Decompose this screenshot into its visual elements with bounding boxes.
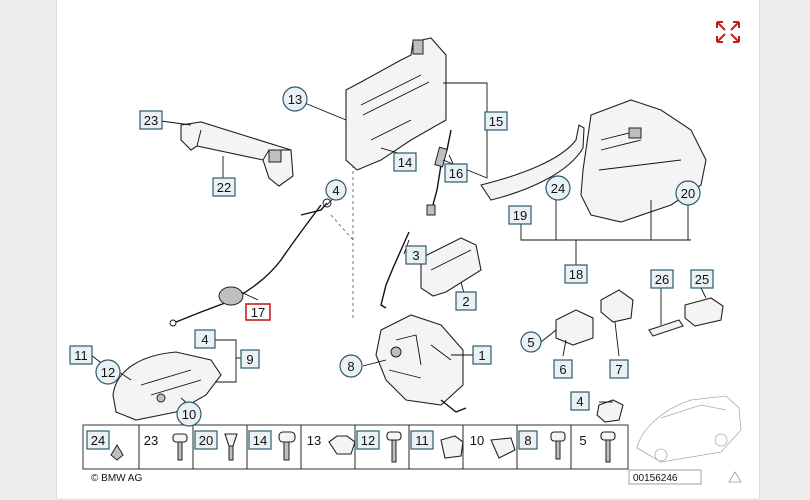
fastener-24[interactable]: 24: [86, 430, 110, 450]
callout-5[interactable]: 5: [520, 331, 542, 353]
fastener-5[interactable]: 5: [579, 433, 586, 448]
svg-text:4: 4: [332, 183, 339, 198]
callout-1[interactable]: 1: [472, 345, 492, 365]
svg-text:12: 12: [101, 365, 115, 380]
svg-text:00156246: 00156246: [633, 473, 678, 484]
expand-arrows-icon[interactable]: [716, 21, 740, 43]
inner-handle-part: [112, 351, 222, 421]
svg-text:4: 4: [201, 332, 208, 347]
plug-part: [648, 297, 724, 337]
fastener-labels: 24 23 20 14 13 12 11 10 8 5: [86, 430, 587, 450]
warning-triangle-icon: [728, 471, 742, 483]
callout-22[interactable]: 22: [212, 177, 236, 197]
diagram-frame: 23 22 13 14 15 16 4 17 3 2 19 24 20 18 2…: [56, 0, 760, 498]
svg-text:14: 14: [398, 155, 412, 170]
callout-23[interactable]: 23: [139, 110, 163, 130]
svg-text:9: 9: [246, 352, 253, 367]
car-silhouette: [636, 395, 742, 463]
callout-6[interactable]: 6: [553, 359, 573, 379]
svg-text:20: 20: [199, 433, 213, 448]
callout-25[interactable]: 25: [690, 269, 714, 289]
callout-14[interactable]: 14: [393, 152, 417, 172]
callout-4-upper[interactable]: 4: [325, 179, 347, 201]
svg-text:20: 20: [681, 186, 695, 201]
fastener-shapes: [110, 431, 616, 463]
svg-text:5: 5: [527, 335, 534, 350]
svg-text:6: 6: [559, 362, 566, 377]
svg-text:8: 8: [524, 433, 531, 448]
svg-text:7: 7: [615, 362, 622, 377]
fastener-13[interactable]: 13: [307, 433, 321, 448]
fastener-11[interactable]: 11: [410, 430, 434, 450]
parts-diagram: 23 22 13 14 15 16 4 17 3 2 19 24 20 18 2…: [69, 21, 742, 485]
grommet-part: [596, 399, 624, 423]
callout-8[interactable]: 8: [339, 354, 363, 378]
callout-10[interactable]: 10: [176, 401, 202, 427]
fastener-row: [82, 424, 629, 470]
svg-text:18: 18: [569, 267, 583, 282]
callout-11[interactable]: 11: [69, 345, 93, 365]
callout-19[interactable]: 19: [508, 205, 532, 225]
callout-2[interactable]: 2: [455, 291, 477, 311]
callout-17[interactable]: 17: [245, 303, 271, 321]
copyright-text: © BMW AG: [91, 473, 142, 484]
actuator-part: [420, 237, 482, 297]
callout-3[interactable]: 3: [405, 245, 427, 265]
callout-16[interactable]: 16: [444, 163, 468, 183]
svg-text:8: 8: [347, 359, 354, 374]
svg-text:2: 2: [462, 294, 469, 309]
svg-text:22: 22: [217, 180, 231, 195]
svg-text:15: 15: [489, 114, 503, 129]
cable-part: [169, 198, 332, 327]
svg-text:19: 19: [513, 208, 527, 223]
svg-text:16: 16: [449, 166, 463, 181]
svg-text:12: 12: [361, 433, 375, 448]
svg-text:11: 11: [415, 433, 429, 448]
svg-text:14: 14: [253, 433, 267, 448]
svg-text:17: 17: [251, 305, 265, 320]
svg-text:26: 26: [655, 272, 669, 287]
clip-part-5: [555, 309, 594, 346]
svg-text:24: 24: [91, 433, 105, 448]
svg-text:11: 11: [74, 348, 88, 363]
fastener-8[interactable]: 8: [518, 430, 538, 450]
carrier-part: [345, 37, 447, 171]
callout-4-lower[interactable]: 4: [194, 329, 216, 349]
clip-part-7: [600, 289, 634, 323]
callout-18[interactable]: 18: [564, 264, 588, 284]
link-rod-part: [380, 231, 410, 309]
callout-20[interactable]: 20: [675, 180, 701, 206]
rod-part: [426, 129, 452, 216]
callout-24[interactable]: 24: [545, 175, 571, 201]
callout-13[interactable]: 13: [282, 86, 308, 112]
svg-text:23: 23: [144, 113, 158, 128]
fastener-14[interactable]: 14: [248, 430, 272, 450]
callout-26[interactable]: 26: [650, 269, 674, 289]
svg-text:10: 10: [182, 407, 196, 422]
fastener-20[interactable]: 20: [194, 430, 218, 450]
svg-text:4: 4: [576, 394, 583, 409]
fastener-23[interactable]: 23: [144, 433, 158, 448]
callout-9[interactable]: 9: [240, 349, 260, 369]
diagram-id-box: 00156246: [628, 469, 702, 485]
cover-strip-part: [480, 124, 585, 201]
svg-text:3: 3: [412, 248, 419, 263]
fastener-10[interactable]: 10: [470, 433, 484, 448]
callout-4-grommet[interactable]: 4: [570, 391, 590, 411]
svg-text:1: 1: [478, 348, 485, 363]
callout-12[interactable]: 12: [95, 359, 121, 385]
door-lock-part: [375, 314, 467, 413]
svg-text:24: 24: [551, 181, 565, 196]
svg-text:25: 25: [695, 272, 709, 287]
fastener-12[interactable]: 12: [356, 430, 380, 450]
svg-text:13: 13: [288, 92, 302, 107]
callout-7[interactable]: 7: [609, 359, 629, 379]
bracket-part: [180, 121, 294, 187]
callout-15[interactable]: 15: [484, 111, 508, 131]
